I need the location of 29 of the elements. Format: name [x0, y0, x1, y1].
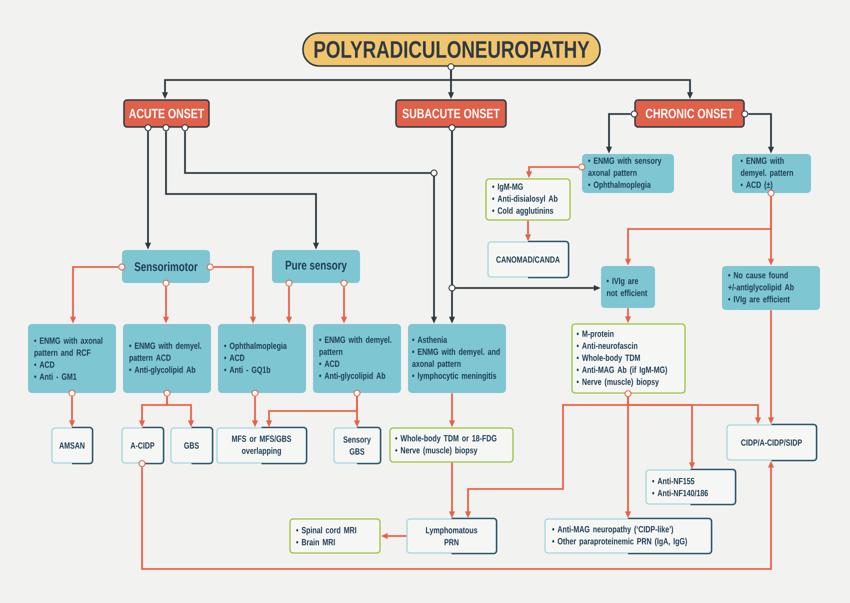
- diagnosis-box: CIDP/A-CIDP/SIDP: [726, 424, 818, 462]
- diagnosis-box: CANOMAD/CANDA: [487, 240, 570, 278]
- criteria-box: • Ophthalmoplegia • ACD • Anti - GQ1b: [218, 324, 306, 397]
- criteria-box: • ENMG with demyel. pattern • ACD • Anti-glycolipid Ab: [313, 324, 401, 397]
- diagnosis-box: • Anti-NF155 • Anti-NF140/186: [645, 468, 736, 506]
- criteria-box: • ENMG with axonal pattern and RCF • ACD • Anti - GM1: [28, 324, 116, 397]
- diagnosis-box: GBS: [170, 426, 214, 464]
- heading-pill: POLYRADICULONEUROPATHY: [302, 32, 601, 70]
- diagnosis-box: Sensory GBS: [333, 426, 382, 464]
- diagnosis-box: Lymphomatous PRN: [406, 518, 498, 554]
- criteria-box: • Asthenia • ENMG with demyel. and axonal pattern • lymphocytic meningitis: [408, 324, 506, 393]
- onset-box: ACUTE ONSET: [123, 99, 210, 132]
- category-box: Pure sensory: [272, 250, 360, 287]
- category-box: Sensorimotor: [118, 250, 214, 287]
- diagnosis-box: A-CIDP: [121, 426, 164, 468]
- test-box: • IgM-MG • Anti-disialosyl Ab • Cold agglutinins: [485, 178, 571, 221]
- test-box: • Spinal cord MRI • Brain MRI: [289, 518, 381, 554]
- criteria-box: • No cause found +/-antiglycolipid Ab • IVIg are efficient: [722, 266, 820, 310]
- criteria-box: • IVIg are not efficient: [601, 266, 655, 308]
- diagnosis-box: MFS or MFS/GBS overlapping: [216, 426, 308, 464]
- criteria-box: • ENMG with sensory axonal pattern • Ophthalmoplegia: [578, 154, 674, 193]
- onset-box: CHRONIC ONSET: [630, 99, 748, 128]
- diagnosis-box: • Anti-MAG neuropathy (‘CIDP-like’) • Other paraproteinemic PRN (IgA, IgG): [544, 518, 712, 554]
- diagnosis-box: AMSAN: [51, 426, 94, 464]
- criteria-box: • ENMG with demyel. pattern • ACD (±): [732, 154, 811, 197]
- criteria-box: • ENMG with demyel. pattern ACD • Anti-glycolipid Ab: [123, 324, 211, 397]
- test-box: • M-protein • Anti-neurofascin • Whole-body TDM • Anti-MAG Ab (if IgM-MG) • Nerve (muscle) biopsy: [571, 323, 686, 398]
- test-box: • Whole-body TDM or 18-FDG • Nerve (muscle) biopsy: [389, 427, 514, 463]
- onset-box: SUBACUTE ONSET: [395, 99, 507, 132]
